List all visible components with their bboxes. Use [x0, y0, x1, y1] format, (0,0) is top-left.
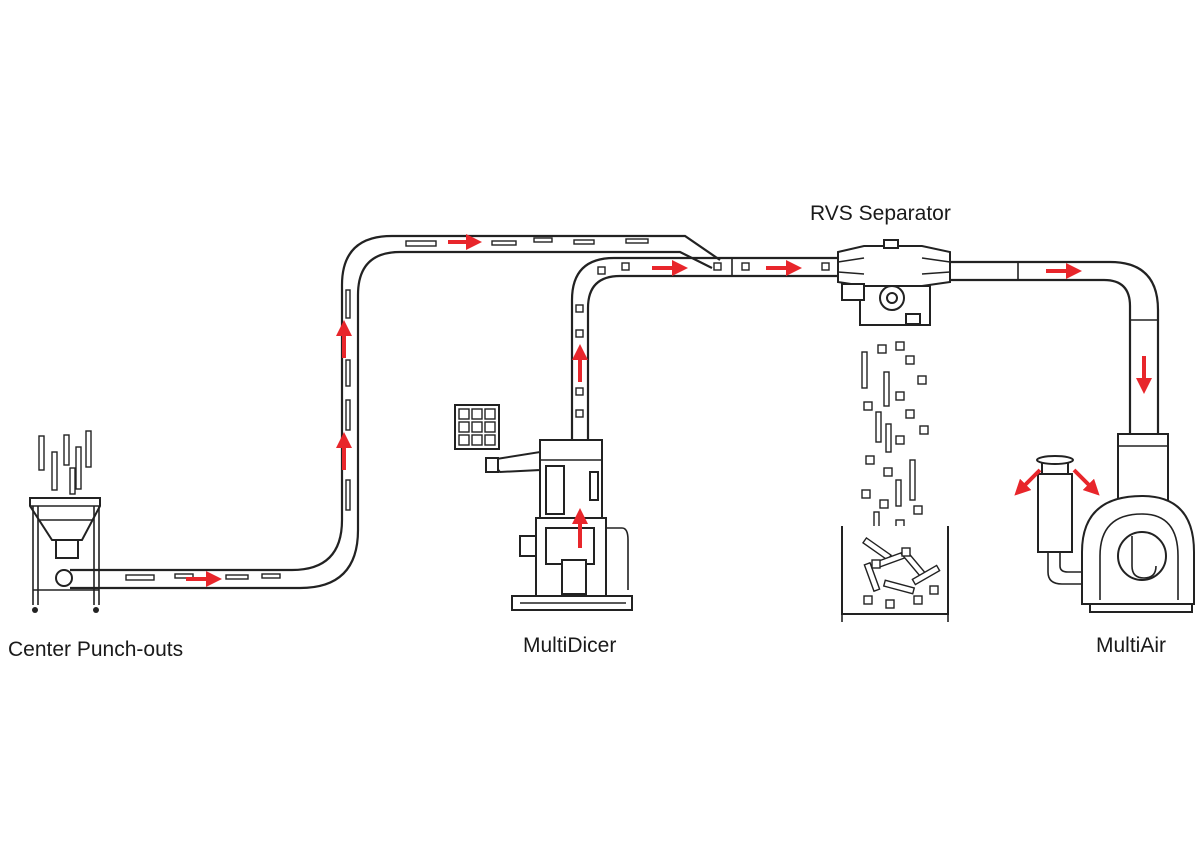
separated-pieces [861, 341, 929, 539]
conveying-duct-1 [70, 234, 721, 590]
diced-cubes-icon [454, 404, 500, 450]
label-multiair: MultiAir [1096, 634, 1166, 657]
label-multidicer: MultiDicer [523, 634, 616, 657]
conveying-duct-2 [570, 256, 840, 440]
falling-strips [38, 430, 92, 495]
label-center-punch-outs: Center Punch-outs [8, 638, 183, 661]
label-rvs-separator: RVS Separator [810, 202, 951, 225]
collection-bin [841, 526, 949, 622]
exhaust-arrow-left [1014, 468, 1042, 496]
center-punch-outs-hopper [29, 430, 101, 613]
exhaust-arrow-right [1072, 468, 1100, 496]
conveying-duct-3 [950, 260, 1160, 434]
multidicer-machine [454, 404, 633, 611]
multiair-machine [1014, 433, 1195, 613]
rvs-separator-machine [837, 239, 951, 326]
